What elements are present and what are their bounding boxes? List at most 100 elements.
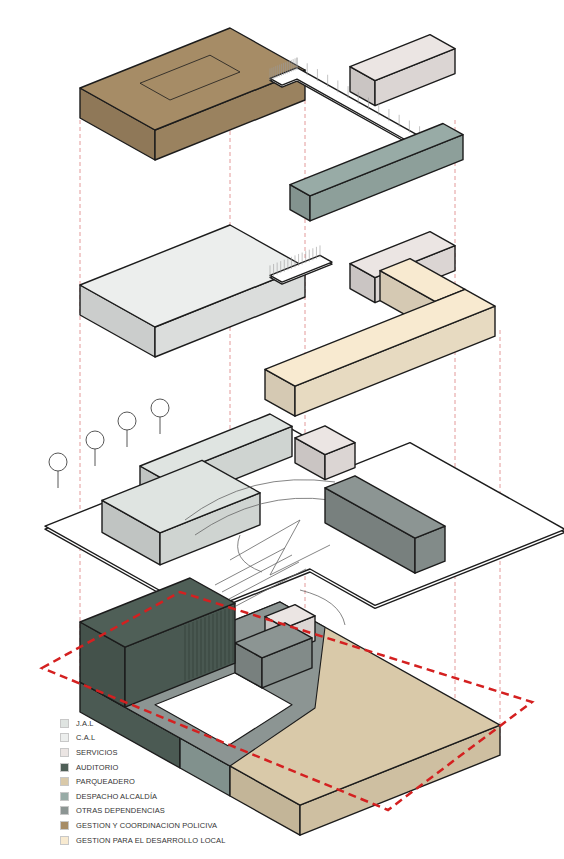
railing (316, 247, 317, 259)
legend-row: OTRAS DEPENDENCIAS (60, 804, 226, 819)
railing (298, 254, 299, 266)
facade-screen (217, 612, 218, 668)
railing (293, 59, 294, 71)
railing (277, 263, 278, 275)
tree-crown (151, 399, 169, 417)
railing (270, 68, 271, 80)
facade-screen (193, 622, 194, 678)
guide-line (455, 120, 456, 720)
legend-row: DESPACHO ALCALDÍA (60, 789, 226, 804)
tree-trunk (160, 416, 161, 434)
legend-row: C.A.L (60, 731, 226, 746)
legend-text: SERVICIOS (76, 748, 118, 757)
legend-row: PARQUEADERO (60, 774, 226, 789)
legend-text: J.A.L (76, 719, 94, 728)
railing (287, 61, 288, 73)
stair-ramp (195, 498, 330, 535)
facade-screen (213, 614, 214, 670)
facade-screen (225, 609, 226, 665)
legend-text: C.A.L (76, 733, 95, 742)
railing (317, 69, 318, 81)
railing (327, 75, 328, 87)
legend-text: PARQUEADERO (76, 777, 135, 786)
services-block-top (350, 35, 455, 81)
railing (270, 265, 271, 277)
legend-text: OTRAS DEPENDENCIAS (76, 806, 165, 815)
legend-text: DESPACHO ALCALDÍA (76, 792, 157, 801)
tree-crown (49, 453, 67, 471)
facade-screen (205, 617, 206, 673)
guide-lines (80, 40, 500, 740)
railing (287, 258, 288, 270)
stair-ramp (230, 520, 330, 575)
railing (297, 58, 298, 70)
facade-screen (229, 608, 230, 664)
otras-block-top (235, 623, 312, 658)
railing (409, 121, 410, 133)
legend-swatch (60, 777, 69, 786)
facade-screen (185, 625, 186, 681)
railing (348, 86, 349, 98)
railing (297, 58, 298, 70)
building-levels (45, 28, 564, 835)
railing (271, 68, 272, 80)
otras-block-top (325, 476, 445, 538)
roof-opening (140, 55, 240, 100)
railing (399, 115, 400, 127)
facade-screen (209, 616, 210, 672)
tree-trunk (58, 470, 59, 488)
legend-text: AUDITORIO (76, 763, 118, 772)
legend-row: GESTION PARA EL DESARROLLO LOCAL (60, 833, 226, 848)
stair-ramp (215, 548, 306, 606)
railing (275, 66, 276, 78)
legend-swatch (60, 806, 69, 815)
railing (378, 103, 379, 115)
railing (295, 255, 296, 267)
railing (281, 64, 282, 76)
walkway (270, 255, 332, 282)
site-boundary (42, 592, 532, 810)
railing (368, 98, 369, 110)
legend-swatch (60, 733, 69, 742)
legend-row: AUDITORIO (60, 760, 226, 775)
railing (302, 253, 303, 265)
railing (273, 264, 274, 276)
railing (289, 61, 290, 73)
railing (277, 65, 278, 77)
facade-screen (197, 620, 198, 676)
railing (312, 248, 313, 260)
legend-text: GESTION PARA EL DESARROLLO LOCAL (76, 836, 226, 845)
railing (307, 63, 308, 75)
railing (358, 92, 359, 104)
stair-ramp (238, 535, 262, 572)
services-block-top (265, 605, 315, 628)
facade-screen (189, 624, 190, 680)
legend-swatch (60, 792, 69, 801)
facade-screen (233, 606, 234, 662)
facade-screen (201, 619, 202, 675)
guide-line (80, 120, 81, 680)
legend-swatch (60, 763, 69, 772)
railing (285, 62, 286, 74)
railing (291, 60, 292, 72)
railing (295, 58, 296, 70)
auditorium-block-top (80, 578, 235, 647)
legend-row: SERVICIOS (60, 745, 226, 760)
railing (305, 251, 306, 263)
railing (280, 261, 281, 273)
tree-crown (86, 431, 104, 449)
stair-ramp (185, 480, 335, 520)
tree-trunk (95, 448, 96, 466)
jal-block-top (102, 460, 260, 533)
legend-text: GESTION Y COORDINACION POLICIVA (76, 821, 217, 830)
legend-swatch (60, 821, 69, 830)
services-block-top (295, 426, 355, 455)
railing (283, 63, 284, 75)
railing (279, 65, 280, 77)
railing (291, 257, 292, 269)
tree-trunk (127, 429, 128, 447)
railing (337, 80, 338, 92)
legend-swatch (60, 836, 69, 845)
railing (273, 67, 274, 79)
